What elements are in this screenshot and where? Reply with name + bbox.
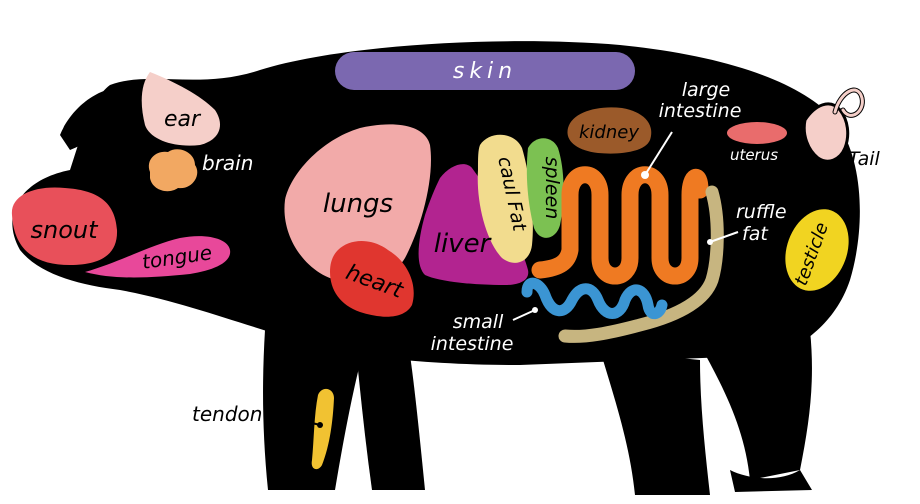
pig-front-leg — [263, 330, 365, 490]
skin-organ — [335, 52, 635, 90]
tail-curl-pink — [833, 88, 864, 117]
pig-ear-flap — [60, 86, 150, 150]
small-intestine-leader — [512, 309, 536, 321]
brain-organ — [148, 149, 198, 192]
ruffle-fat-label-2: fat — [742, 223, 769, 245]
large-intestine-leader — [644, 131, 673, 176]
heart-organ — [330, 241, 414, 317]
tendon-leader — [279, 414, 321, 426]
small-intestine-organ — [521, 277, 668, 320]
ruffle-fat-leader — [709, 231, 739, 243]
small-intestine-label-1: small — [453, 311, 504, 333]
tail-label: Tail — [848, 148, 881, 170]
spleen-label: spleen — [541, 157, 563, 220]
kidney-organ — [567, 107, 652, 154]
caul-fat-organ — [477, 134, 533, 263]
tendon-leader-dot — [317, 422, 323, 428]
large-intestine-organ — [531, 166, 709, 285]
brain-label: brain — [202, 151, 253, 175]
tongue-organ — [85, 236, 231, 278]
snout-label: snout — [30, 216, 99, 244]
pig-hoof — [730, 470, 812, 492]
ruffle-fat-leader-dot — [707, 239, 713, 245]
large-intestine-label-2: intestine — [659, 100, 742, 122]
liver-label: liver — [434, 229, 493, 259]
kidney-label: kidney — [579, 122, 639, 143]
skin-label: skin — [453, 59, 517, 84]
large-intestine-label-1: large — [682, 79, 730, 101]
large-intestine-leader-dot — [641, 171, 649, 179]
uterus-organ — [727, 122, 787, 144]
lungs-organ — [284, 124, 431, 283]
ear-organ — [141, 72, 220, 146]
ear-label: ear — [164, 107, 202, 132]
tail-organ — [802, 102, 850, 163]
small-intestine-label-2: intestine — [431, 333, 514, 355]
tendon-label: tendon — [192, 402, 262, 426]
uterus-label: uterus — [730, 146, 778, 164]
small-intestine-leader-dot — [532, 307, 538, 313]
ruffle-fat-label-1: ruffle — [736, 201, 787, 223]
pig-front-leg-far — [355, 340, 425, 490]
lungs-label: lungs — [323, 189, 393, 219]
spleen-organ — [526, 138, 564, 238]
ruffle-fat-organ — [558, 185, 724, 343]
snout-organ — [11, 187, 118, 265]
pig-back-leg — [600, 350, 710, 495]
tendon-organ — [311, 388, 334, 470]
pig-back-leg-far — [700, 330, 812, 480]
testicle-organ — [785, 209, 849, 291]
